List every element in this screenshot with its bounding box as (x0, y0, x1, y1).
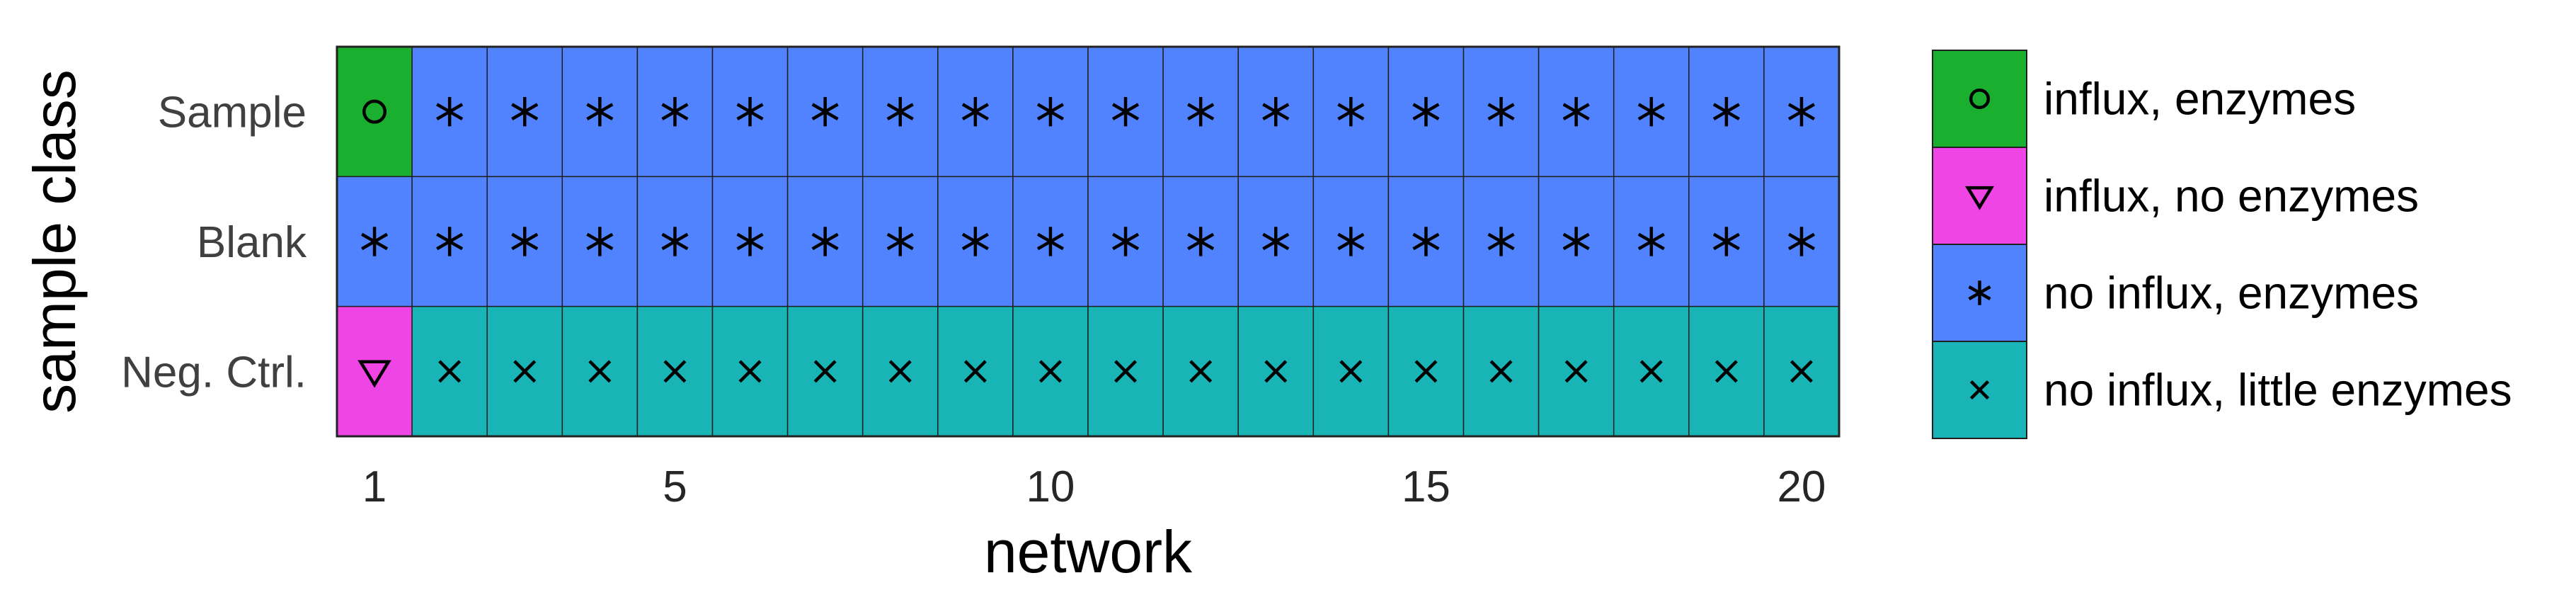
cell-marker-asterisk (586, 227, 614, 256)
heatmap-cell (336, 305, 413, 437)
x-tick-label: 10 (1026, 463, 1075, 511)
cell-marker-asterisk (586, 96, 614, 127)
cell-marker-x (813, 360, 837, 383)
cell-marker-x (1715, 360, 1738, 383)
cell-marker-x (588, 360, 612, 383)
cell-marker-asterisk (961, 227, 989, 256)
cell-marker-x (1038, 360, 1062, 383)
heatmap-cells (336, 46, 1840, 437)
cell-marker-asterisk (1262, 227, 1290, 256)
cell-marker-triangle-down (357, 360, 391, 388)
legend-label: no influx, little enzymes (2044, 365, 2512, 416)
legend-label: influx, no enzymes (2044, 171, 2419, 222)
cell-marker-asterisk (511, 96, 539, 127)
cell-marker-asterisk (1337, 227, 1365, 256)
cell-marker-asterisk (811, 227, 839, 256)
cell-marker-asterisk (961, 96, 989, 127)
legend-marker-triangle-down (1964, 186, 1995, 210)
cell-marker-asterisk (511, 227, 539, 256)
cell-marker-x (1189, 360, 1213, 383)
cell-marker-asterisk (436, 227, 464, 256)
plot-frame (336, 45, 1841, 438)
row-label: Sample (158, 89, 307, 137)
cell-marker-asterisk (1187, 96, 1215, 127)
cell-marker-asterisk (736, 227, 764, 256)
cell-marker-asterisk (1562, 227, 1590, 256)
cell-marker-asterisk (1787, 96, 1816, 127)
cell-marker-asterisk (886, 96, 914, 127)
legend-item: no influx, enzymes (1932, 244, 2419, 342)
legend: influx, enzymes influx, no enzymes no infl… (1932, 50, 2512, 439)
cell-marker-x (888, 360, 912, 383)
legend-marker-circle (1969, 88, 1991, 110)
legend-label: no influx, enzymes (2044, 268, 2419, 319)
cell-marker-asterisk (661, 227, 689, 256)
cell-marker-asterisk (1487, 227, 1515, 256)
cell-marker-asterisk (886, 227, 914, 256)
legend-swatch (1932, 50, 2027, 148)
cell-marker-asterisk (1036, 227, 1065, 256)
cell-marker-asterisk (1562, 96, 1590, 127)
cell-marker-asterisk (661, 96, 689, 127)
cell-marker-asterisk (1412, 96, 1440, 127)
legend-item: influx, no enzymes (1932, 147, 2419, 245)
x-axis-title: network (984, 518, 1193, 585)
cell-marker-x (1414, 360, 1438, 383)
cell-marker-asterisk (1712, 227, 1740, 256)
x-tick-label: 5 (663, 463, 687, 511)
x-tick-label: 20 (1777, 463, 1826, 511)
legend-marker-asterisk (1968, 280, 1991, 305)
cell-marker-asterisk (1111, 96, 1140, 127)
cell-marker-asterisk (1036, 96, 1065, 127)
heatmap-cell (636, 305, 714, 437)
cell-marker-x (1639, 360, 1663, 383)
cell-marker-x (1489, 360, 1513, 383)
y-axis-title: sample class (21, 69, 88, 414)
x-tick-label: 1 (362, 463, 387, 511)
cell-marker-x (1339, 360, 1363, 383)
cell-marker-asterisk (360, 227, 389, 256)
cell-marker-x (663, 360, 687, 383)
row-label: Neg. Ctrl. (121, 348, 307, 397)
cell-marker-asterisk (1412, 227, 1440, 256)
cell-marker-circle (362, 99, 387, 124)
cell-marker-x (1114, 360, 1138, 383)
cell-marker-x (1564, 360, 1588, 383)
cell-marker-asterisk (1262, 96, 1290, 127)
cell-marker-asterisk (811, 96, 839, 127)
cell-marker-x (738, 360, 762, 383)
cell-marker-asterisk (1187, 227, 1215, 256)
cell-marker-asterisk (1637, 227, 1665, 256)
x-tick-label: 15 (1402, 463, 1450, 511)
cell-marker-asterisk (436, 96, 464, 127)
cell-marker-x (963, 360, 987, 383)
cell-marker-asterisk (1637, 96, 1665, 127)
cell-marker-x (513, 360, 537, 383)
legend-label: influx, enzymes (2044, 74, 2356, 125)
heatmap-cell (1162, 176, 1239, 307)
cell-marker-asterisk (1337, 96, 1365, 127)
cell-marker-x (1264, 360, 1288, 383)
cell-marker-x (438, 360, 462, 383)
cell-marker-asterisk (1787, 227, 1816, 256)
cell-marker-asterisk (1712, 96, 1740, 127)
cell-marker-asterisk (736, 96, 764, 127)
legend-swatch (1932, 147, 2027, 245)
cell-marker-x (1790, 360, 1813, 383)
cell-marker-asterisk (1487, 96, 1515, 127)
heatmap-cell (336, 46, 413, 178)
legend-marker-x (1969, 380, 1990, 400)
row-label: Blank (197, 218, 307, 267)
cell-marker-asterisk (1111, 227, 1140, 256)
legend-item: influx, enzymes (1932, 50, 2356, 148)
legend-item: no influx, little enzymes (1932, 341, 2512, 439)
